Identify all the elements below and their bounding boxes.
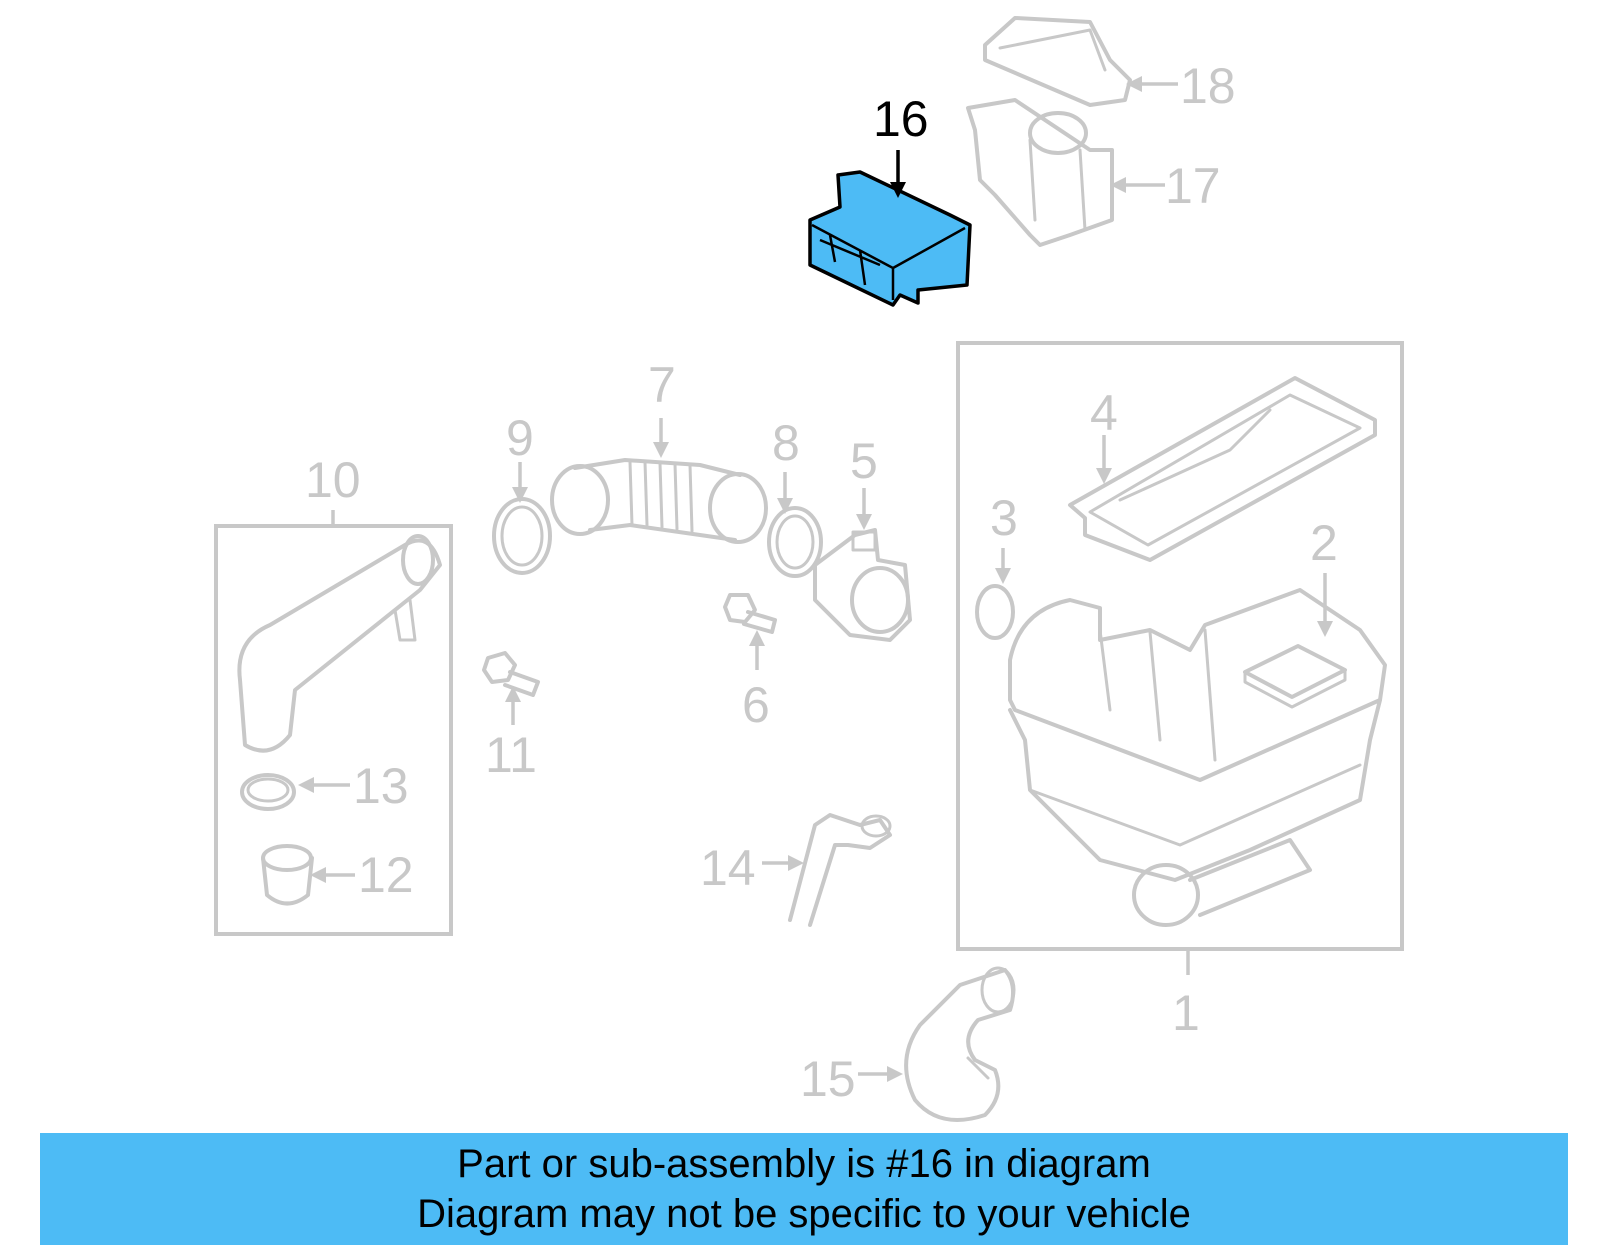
callout-11: 11 xyxy=(485,686,537,783)
callout-8: 8 xyxy=(772,415,800,514)
callout-14: 14 xyxy=(700,840,804,896)
callout-5: 5 xyxy=(850,433,878,530)
callout-17: 17 xyxy=(1110,158,1221,214)
part-7[interactable] xyxy=(550,458,768,544)
callout-8-label: 8 xyxy=(772,415,800,471)
callout-7: 7 xyxy=(648,357,676,458)
callout-4: 4 xyxy=(1090,385,1118,484)
callout-15-label: 15 xyxy=(800,1051,856,1107)
callout-9-label: 9 xyxy=(506,410,534,466)
callout-9: 9 xyxy=(506,410,534,503)
callout-5-label: 5 xyxy=(850,433,878,489)
footer-line-2: Diagram may not be specific to your vehi… xyxy=(417,1192,1191,1236)
callout-15: 15 xyxy=(800,1051,903,1107)
callout-18: 18 xyxy=(1126,58,1236,114)
part-1-group-box xyxy=(956,341,1404,951)
part-13[interactable] xyxy=(240,773,296,811)
callout-2-label: 2 xyxy=(1310,515,1338,571)
callout-10-label: 10 xyxy=(305,452,361,508)
part-16-highlighted[interactable] xyxy=(808,170,972,307)
part-2[interactable] xyxy=(1243,644,1347,709)
callout-17-label: 17 xyxy=(1165,158,1221,214)
callout-16-label: 16 xyxy=(873,91,929,147)
footer-banner: Part or sub-assembly is #16 in diagram D… xyxy=(40,1133,1568,1245)
callout-3: 3 xyxy=(990,490,1018,584)
footer-line-1: Part or sub-assembly is #16 in diagram xyxy=(457,1142,1151,1186)
part-5[interactable] xyxy=(813,528,912,642)
callout-13-label: 13 xyxy=(353,758,409,814)
part-12[interactable] xyxy=(261,844,314,906)
callout-14-label: 14 xyxy=(700,840,756,896)
callout-1-label: 1 xyxy=(1172,985,1200,1041)
callout-16: 16 xyxy=(873,91,929,198)
part-1[interactable] xyxy=(1008,588,1387,927)
callout-2: 2 xyxy=(1310,515,1338,637)
callout-12: 12 xyxy=(310,847,414,903)
part-15[interactable] xyxy=(904,966,1016,1122)
callout-4-label: 4 xyxy=(1090,385,1118,441)
callout-12-label: 12 xyxy=(358,847,414,903)
callout-11-label: 11 xyxy=(485,727,537,783)
part-3[interactable] xyxy=(975,584,1015,640)
callout-18-label: 18 xyxy=(1180,58,1236,114)
part-4[interactable] xyxy=(1068,376,1377,562)
part-17[interactable] xyxy=(966,98,1114,247)
callout-6-label: 6 xyxy=(742,677,770,733)
part-10[interactable] xyxy=(237,534,442,753)
callout-13: 13 xyxy=(298,758,409,814)
part-9[interactable] xyxy=(492,497,552,575)
part-14[interactable] xyxy=(788,813,892,927)
callout-7-label: 7 xyxy=(648,357,676,413)
part-6[interactable] xyxy=(723,593,777,634)
callout-3-label: 3 xyxy=(990,490,1018,546)
part-8[interactable] xyxy=(767,506,823,578)
callout-6: 6 xyxy=(742,630,770,733)
part-11[interactable] xyxy=(482,651,540,697)
part-18[interactable] xyxy=(983,16,1132,107)
